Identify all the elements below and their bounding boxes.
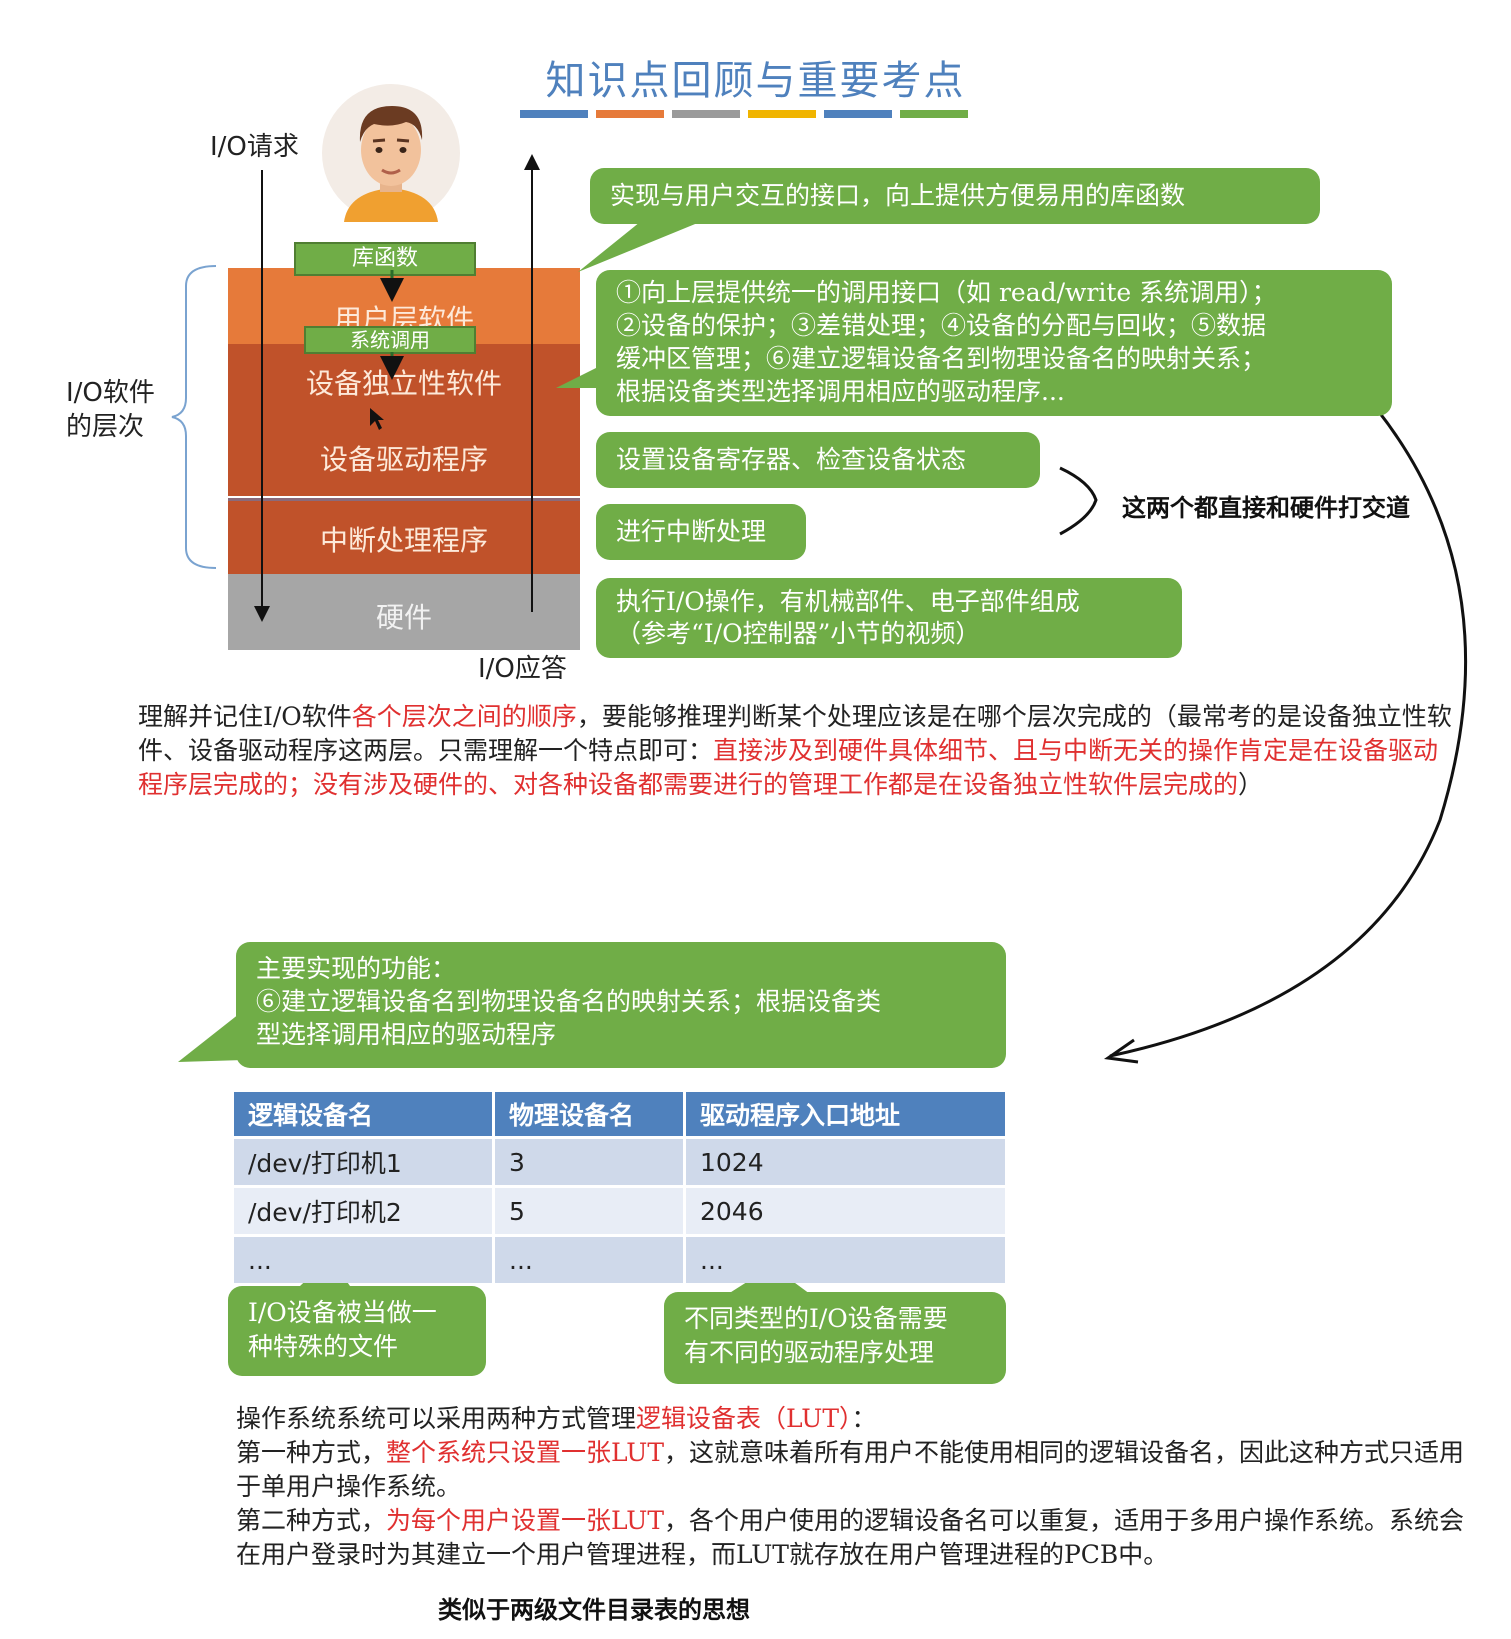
title-bar-2: [596, 110, 664, 118]
hierarchy-bracket: [171, 265, 217, 569]
main-callout-line3: 型选择调用相应的驱动程序: [256, 1020, 557, 1049]
lut-cell: /dev/打印机1: [234, 1136, 495, 1187]
para2-l1-text: 操作系统系统可以采用两种方式管理: [236, 1404, 637, 1433]
syscall-tag: 系统调用: [304, 326, 476, 354]
title-underline: [520, 110, 980, 118]
para1-text-1: 理解并记住I/O软件: [138, 702, 352, 731]
hardware-note: 这两个都直接和硬件打交道: [1122, 494, 1410, 522]
para1-red-2: 直接涉及到硬件具体细节、且与中断无关的操作肯定是在设备驱动程序层完成的；没有涉及…: [138, 736, 1439, 799]
para2-l3-rest: ，各个用户使用的逻辑设备名可以重复，适用于多用户操作系统。系统会在用户登录时为其…: [236, 1506, 1465, 1569]
driver-callout-line1: 不同类型的I/O设备需要: [684, 1304, 948, 1333]
callout-user-layer: 实现与用户交互的接口，向上提供方便易用的库函数: [590, 168, 1320, 224]
callout-main-function: 主要实现的功能： ⑥建立逻辑设备名到物理设备名的映射关系；根据设备类 型选择调用…: [236, 942, 1006, 1068]
lut-cell: ...: [684, 1234, 1008, 1283]
table-row: /dev/打印机2 5 2046: [234, 1185, 1008, 1236]
lut-cell: ...: [234, 1234, 495, 1283]
mapping-curve-arrowhead: [1103, 1038, 1139, 1064]
library-tag: 库函数: [294, 242, 476, 276]
hierarchy-label: I/O软件 的层次: [66, 376, 155, 444]
callout-hardware: 执行I/O操作，有机械部件、电子部件组成 （参考“I/O控制器”小节的视频）: [596, 578, 1182, 658]
hierarchy-label-line1: I/O软件: [66, 378, 155, 408]
mouse-cursor-icon: [370, 408, 384, 430]
main-callout-pointer: [178, 1010, 244, 1062]
para2-l3-text: 第二种方式，: [236, 1506, 387, 1535]
para2-line3: 第二种方式，为每个用户设置一张LUT，各个用户使用的逻辑设备名可以重复，适用于多…: [236, 1504, 1476, 1572]
callout-device-as-file: I/O设备被当做一 种特殊的文件: [228, 1286, 486, 1376]
para2-line2: 第一种方式，整个系统只设置一张LUT，这就意味着所有用户不能使用相同的逻辑设备名…: [236, 1436, 1476, 1504]
mapping-curve-arrow: [802, 376, 1468, 1058]
layer-interrupt-handler: 中断处理程序: [228, 498, 580, 574]
lut-header-driver-entry: 驱动程序入口地址: [684, 1092, 1008, 1138]
callout-dev-line1: ①向上层提供统一的调用接口（如 read/write 系统调用）；: [616, 278, 1277, 307]
paragraph-lut-management: 操作系统系统可以采用两种方式管理逻辑设备表（LUT）： 第一种方式，整个系统只设…: [236, 1402, 1476, 1572]
para2-line1: 操作系统系统可以采用两种方式管理逻辑设备表（LUT）：: [236, 1402, 1476, 1436]
callout-driver: 设置设备寄存器、检查设备状态: [596, 432, 1040, 488]
layer-hardware: 硬件: [228, 574, 580, 650]
lut-cell: 2046: [684, 1185, 1008, 1236]
lut-header-logical: 逻辑设备名: [234, 1092, 495, 1138]
lut-cell: ...: [493, 1234, 686, 1283]
file-callout-line2: 种特殊的文件: [248, 1332, 399, 1361]
footer-note: 类似于两级文件目录表的思想: [438, 1596, 750, 1624]
table-row: /dev/打印机1 3 1024: [234, 1136, 1008, 1187]
para2-l1-red: 逻辑设备表（LUT）: [636, 1404, 852, 1433]
hardware-brace: [1059, 466, 1098, 536]
title-bar-1: [520, 110, 588, 118]
callout-hw-line1: 执行I/O操作，有机械部件、电子部件组成: [616, 587, 1080, 616]
lut-cell: /dev/打印机2: [234, 1185, 495, 1236]
driver-callout-line2: 有不同的驱动程序处理: [684, 1338, 935, 1367]
title-bar-3: [672, 110, 740, 118]
callout-dev-line4: 根据设备类型选择调用相应的驱动程序...: [616, 377, 1065, 406]
callout-dev-line2: ②设备的保护；③差错处理；④设备的分配与回收；⑤数据: [616, 311, 1267, 340]
para2-l2-red: 整个系统只设置一张LUT: [386, 1438, 664, 1467]
callout-dev-line3: 缓冲区管理；⑥建立逻辑设备名到物理设备名的映射关系；: [616, 344, 1267, 373]
io-response-label: I/O应答: [478, 654, 567, 684]
para2-l3-red: 为每个用户设置一张LUT: [386, 1506, 664, 1535]
callout-user-pointer: [578, 222, 700, 272]
page-title: 知识点回顾与重要考点: [545, 58, 966, 104]
table-row: ... ... ...: [234, 1234, 1008, 1283]
title-bar-5: [824, 110, 892, 118]
file-callout-line1: I/O设备被当做一: [248, 1298, 437, 1327]
title-bar-6: [900, 110, 968, 118]
callout-different-drivers: 不同类型的I/O设备需要 有不同的驱动程序处理: [664, 1292, 1006, 1384]
title-bar-4: [748, 110, 816, 118]
main-callout-line1: 主要实现的功能：: [256, 954, 457, 983]
lut-header-row: 逻辑设备名 物理设备名 驱动程序入口地址: [234, 1092, 1008, 1138]
callout-hw-line2: （参考“I/O控制器”小节的视频）: [616, 619, 981, 648]
lut-header-physical: 物理设备名: [493, 1092, 686, 1138]
para1-text-2: ，要能够推理判断某个处理应该是在哪个层次完成的（最常考的是设备独立性软件、设备驱…: [138, 702, 1452, 765]
callout-interrupt: 进行中断处理: [596, 504, 806, 560]
layer-device-independent: 设备独立性软件: [228, 344, 580, 496]
para1-text-3: ）: [1238, 770, 1264, 799]
lut-cell: 1024: [684, 1136, 1008, 1187]
layer-hardware-label: 硬件: [375, 601, 432, 634]
layer-driver: 设备驱动程序: [228, 414, 580, 498]
layer-driver-label: 设备驱动程序: [319, 443, 488, 476]
user-avatar: [322, 84, 460, 222]
callout-device-independent: ①向上层提供统一的调用接口（如 read/write 系统调用）； ②设备的保护…: [596, 270, 1392, 416]
layer-interrupt-label: 中断处理程序: [319, 524, 488, 557]
para2-l2-rest: ，这就意味着所有用户不能使用相同的逻辑设备名，因此这种方式只适用于单用户操作系统…: [236, 1438, 1465, 1501]
hierarchy-label-line2: 的层次: [66, 412, 145, 442]
io-request-label: I/O请求: [210, 132, 299, 162]
lut-table: 逻辑设备名 物理设备名 驱动程序入口地址 /dev/打印机1 3 1024 /d…: [234, 1092, 1008, 1283]
lut-cell: 5: [493, 1185, 686, 1236]
para2-l1-colon: ：: [851, 1404, 877, 1433]
para1-red-1: 各个层次之间的顺序: [351, 702, 577, 731]
main-callout-line2: ⑥建立逻辑设备名到物理设备名的映射关系；根据设备类: [256, 987, 882, 1016]
lut-cell: 3: [493, 1136, 686, 1187]
paragraph-layer-order: 理解并记住I/O软件各个层次之间的顺序，要能够推理判断某个处理应该是在哪个层次完…: [138, 700, 1458, 802]
para2-l2-text: 第一种方式，: [236, 1438, 387, 1467]
